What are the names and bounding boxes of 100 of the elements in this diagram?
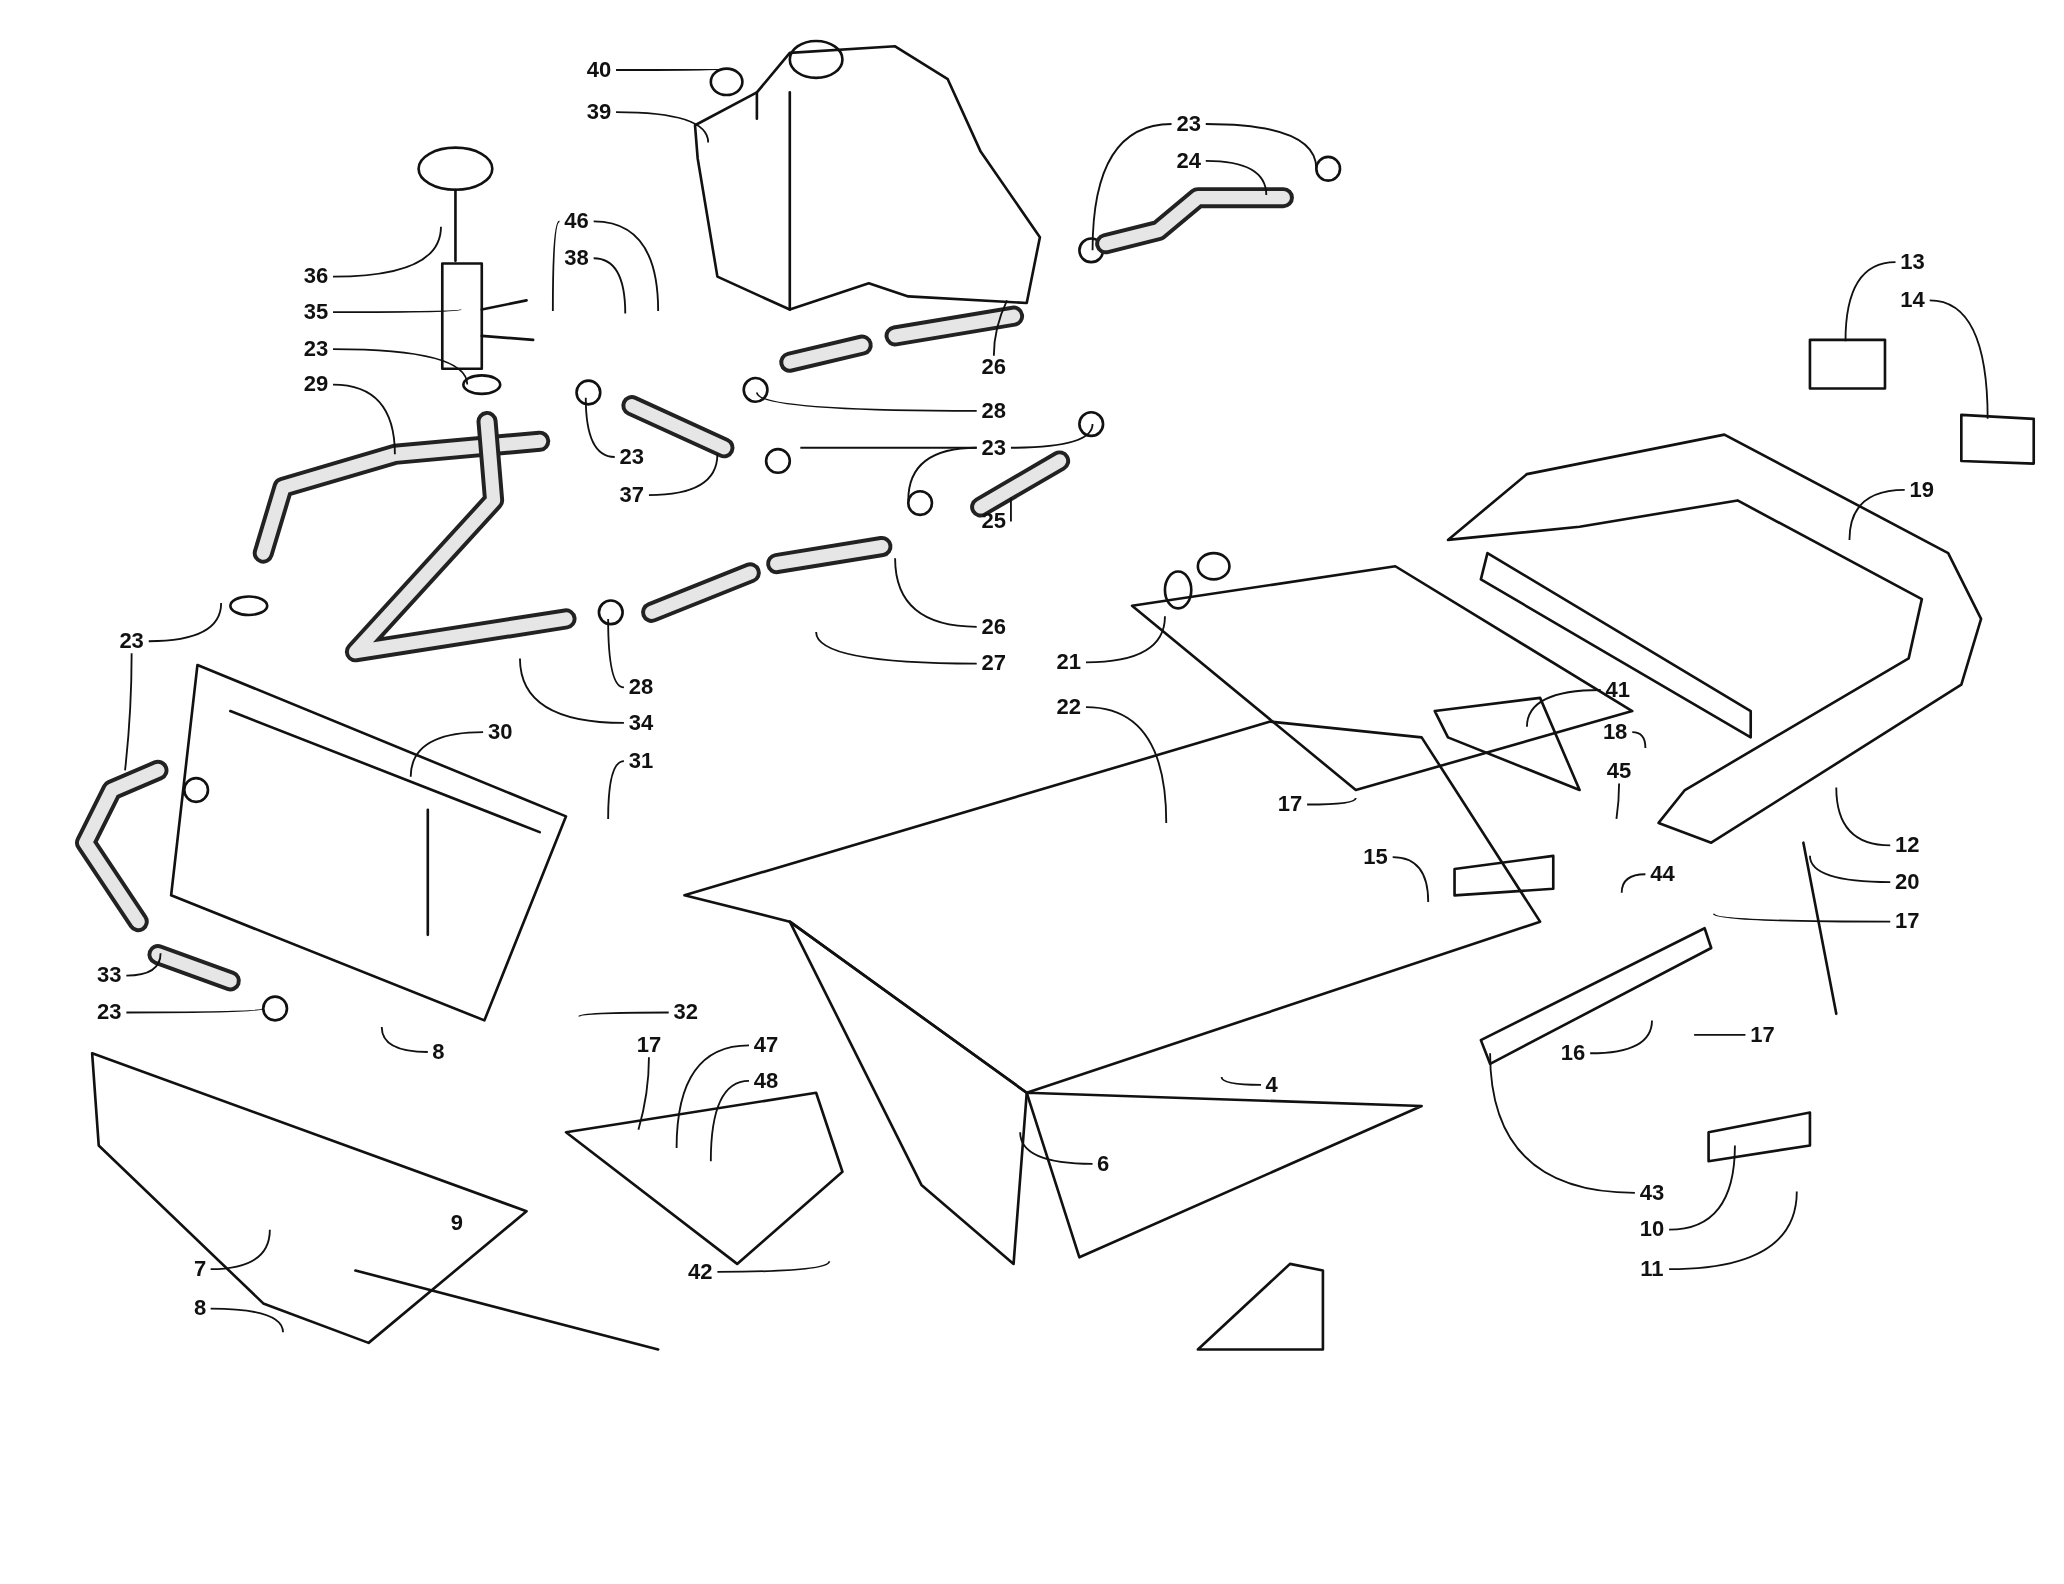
leader-line <box>125 1007 265 1014</box>
callout-number: 4 <box>1265 1073 1278 1096</box>
leader-line <box>755 391 978 412</box>
leader-line <box>592 257 627 315</box>
leader-line <box>125 952 162 977</box>
leader-line <box>1848 488 1906 541</box>
callout-number: 43 <box>1639 1181 1665 1204</box>
leader-line <box>1928 299 1989 420</box>
leader-line <box>716 1260 831 1273</box>
callout-number: 28 <box>628 676 654 699</box>
callout-number: 17 <box>1895 910 1920 933</box>
leader-line <box>1693 1033 1747 1036</box>
callout-number: 13 <box>1900 250 1925 273</box>
leader-line <box>124 652 133 772</box>
callout-number: 14 <box>1900 289 1925 312</box>
callout-number: 24 <box>1176 149 1201 172</box>
leader-line <box>1620 873 1647 894</box>
leader-line <box>1204 123 1318 170</box>
leader-line <box>1220 1076 1262 1086</box>
callout-number: 39 <box>586 100 612 123</box>
callout-number: 19 <box>1909 478 1935 501</box>
callout-number: 27 <box>981 652 1007 675</box>
leader-line <box>1631 731 1647 749</box>
leader-line <box>907 446 978 502</box>
leader-line <box>332 225 442 278</box>
leader-line <box>592 220 660 312</box>
callout-number: 8 <box>193 1297 207 1320</box>
callout-number: 33 <box>97 964 122 987</box>
leader-line <box>637 1056 650 1131</box>
callout-number: 30 <box>487 720 513 743</box>
leader-line <box>1391 856 1430 903</box>
callout-number: 11 <box>1640 1257 1664 1280</box>
leader-line <box>1844 261 1897 343</box>
leader-line <box>147 602 223 643</box>
leader-line <box>209 1307 284 1334</box>
callout-number: 26 <box>981 615 1007 638</box>
leader-line <box>1712 912 1892 923</box>
callout-number: 17 <box>1750 1023 1775 1046</box>
leader-line <box>675 1044 750 1149</box>
leader-line <box>380 1026 429 1053</box>
callout-number: 28 <box>981 399 1007 422</box>
callout-number: 46 <box>564 210 589 233</box>
callout-number: 25 <box>981 510 1007 533</box>
leader-line <box>409 731 484 778</box>
callout-number: 48 <box>753 1069 779 1092</box>
leader-line <box>1019 1131 1094 1165</box>
callout-number: 12 <box>1895 834 1920 857</box>
leader-line <box>519 657 625 724</box>
callout-number: 23 <box>119 630 144 653</box>
callout-number: 37 <box>619 483 645 506</box>
leader-line <box>1589 1019 1653 1055</box>
callout-number: 23 <box>619 445 645 468</box>
leader-line <box>615 111 710 144</box>
callout-number: 16 <box>1560 1042 1586 1065</box>
callout-number: 45 <box>1606 760 1632 783</box>
callout-number: 22 <box>1056 695 1082 718</box>
leader-line <box>1085 706 1168 824</box>
leader-line <box>992 299 1008 357</box>
callout-number: 23 <box>981 436 1007 459</box>
callout-number: 32 <box>673 1001 699 1024</box>
callout-number: 26 <box>981 356 1007 379</box>
leader-line <box>332 348 469 386</box>
callout-number: 21 <box>1056 651 1082 674</box>
callout-number: 44 <box>1650 863 1675 886</box>
callout-number: 23 <box>1176 112 1201 135</box>
leader-line <box>709 1080 750 1163</box>
callout-number: 41 <box>1605 678 1630 701</box>
leader-line <box>1204 159 1268 196</box>
leader-line <box>607 760 625 820</box>
leader-line <box>1010 423 1094 449</box>
callout-number: 38 <box>564 247 589 269</box>
leader-line <box>332 383 396 456</box>
callout-number: 8 <box>432 1040 445 1063</box>
callout-number: 20 <box>1895 870 1920 893</box>
leader-line <box>1809 854 1892 884</box>
callout-number: 6 <box>1096 1152 1110 1175</box>
callout-number: 7 <box>193 1257 207 1280</box>
leader-line <box>894 557 978 628</box>
leader-line <box>1306 797 1357 806</box>
callout-number: 42 <box>688 1260 713 1283</box>
callout-number: 34 <box>628 711 654 734</box>
leader-line <box>551 220 561 312</box>
leader-line <box>607 618 625 689</box>
leader-line <box>332 308 462 314</box>
callout-number: 35 <box>303 300 329 323</box>
callout-number: 40 <box>586 58 612 81</box>
callout-number: 23 <box>303 337 329 360</box>
callout-number: 17 <box>636 1034 662 1057</box>
leader-line <box>1835 786 1892 847</box>
callout-number: 9 <box>450 1211 463 1234</box>
callout-number: 47 <box>753 1034 779 1057</box>
leader-line <box>1085 615 1166 664</box>
leader-line <box>578 1011 670 1018</box>
callout-number: 29 <box>303 373 329 396</box>
leader-line <box>815 631 978 665</box>
callout-number: 31 <box>628 749 654 772</box>
callout-number: 36 <box>303 265 329 288</box>
leader-line <box>1668 1190 1798 1271</box>
leader-line <box>648 453 719 497</box>
callout-number: 17 <box>1277 793 1303 816</box>
